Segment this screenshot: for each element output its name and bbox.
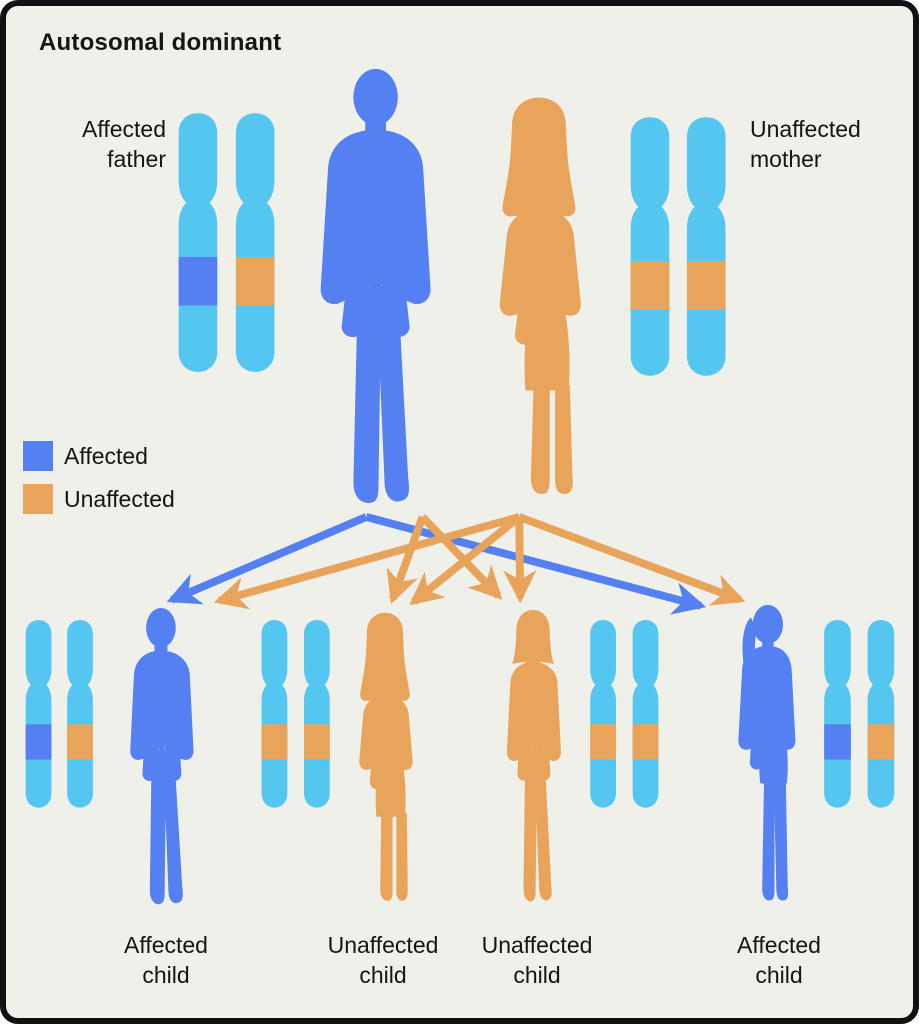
chromosome-band — [235, 257, 275, 306]
child3-label: Unaffected child — [481, 932, 593, 988]
chromosome-band — [686, 260, 726, 310]
legend: Affected Unaffected — [23, 441, 175, 514]
chromosome-band — [824, 724, 851, 760]
inheritance-arrows-layer — [166, 513, 746, 615]
chromosome — [178, 113, 218, 372]
chromosome — [235, 113, 275, 372]
arrow-mother-to-child1 — [213, 513, 521, 610]
chromosome-band — [261, 724, 288, 760]
child4-chromosome-pair — [824, 620, 895, 808]
chromosome — [867, 620, 895, 808]
chromosome — [632, 620, 659, 808]
chromosome-band — [304, 724, 330, 760]
affected-color-swatch — [23, 441, 53, 471]
father-label: Affected father — [82, 116, 166, 172]
mother-label: Unaffected mother — [750, 116, 861, 172]
child3-figure — [506, 609, 561, 902]
arrow-mother-to-child3 — [503, 516, 537, 604]
father-figure — [320, 68, 431, 504]
legend-row-unaffected: Unaffected — [23, 484, 175, 514]
legend-label-affected: Affected — [64, 442, 148, 469]
legend-label-unaffected: Unaffected — [64, 485, 175, 512]
diagram-title: Autosomal dominant — [39, 29, 282, 56]
chromosome-band — [630, 260, 670, 310]
child2-chromosome-pair — [261, 620, 330, 808]
arrow-father-to-child2 — [386, 515, 427, 605]
chromosome — [67, 620, 93, 808]
child3-chromosome-pair — [590, 620, 659, 808]
father-chromosome-pair — [178, 113, 275, 372]
pedigree-diagram-svg — [25, 68, 895, 905]
arrow-mother-to-child4 — [517, 513, 746, 606]
child1-label: Affected child — [124, 932, 208, 988]
chromosome — [686, 117, 726, 376]
chromosome — [25, 620, 52, 808]
chromosome-band — [867, 724, 895, 760]
arrow-father-to-child3 — [419, 514, 503, 600]
mother-figure — [499, 97, 581, 494]
chromosome-band — [178, 257, 218, 306]
chromosome-band — [590, 724, 616, 760]
chromosome — [261, 620, 288, 808]
chromosome — [590, 620, 616, 808]
chromosome — [824, 620, 851, 808]
child1-chromosome-pair — [25, 620, 93, 808]
chromosomes-layer — [25, 113, 895, 808]
child4-figure — [738, 604, 796, 901]
arrow-father-to-child1 — [166, 513, 368, 605]
chromosome-band — [67, 724, 93, 760]
chromosome — [304, 620, 330, 808]
arrow-father-to-child4 — [365, 513, 707, 615]
child1-figure — [130, 607, 194, 905]
unaffected-color-swatch — [23, 484, 53, 514]
mother-chromosome-pair — [630, 117, 726, 376]
child2-label: Unaffected child — [327, 932, 439, 988]
chromosome-band — [25, 724, 52, 760]
child4-label: Affected child — [737, 932, 821, 988]
arrow-mother-to-child2 — [409, 513, 522, 606]
child2-figure — [359, 612, 413, 901]
chromosome — [630, 117, 670, 376]
chromosome-band — [632, 724, 659, 760]
legend-row-affected: Affected — [23, 441, 175, 471]
